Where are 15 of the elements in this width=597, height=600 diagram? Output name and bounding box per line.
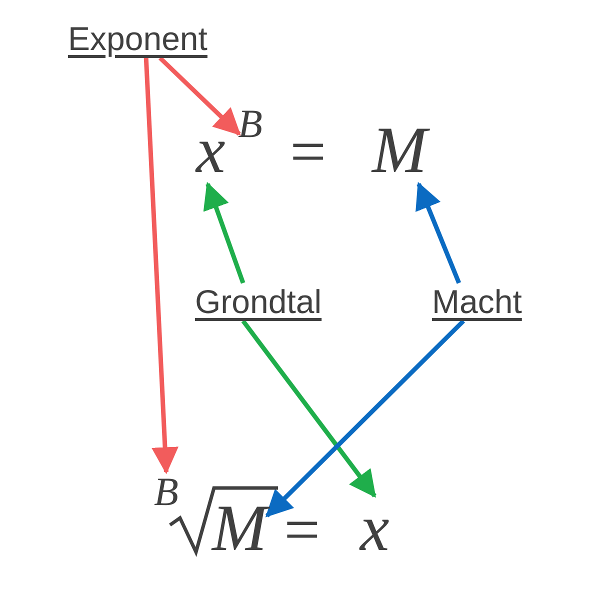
equals-sign: =: [290, 120, 326, 184]
arrow: [203, 182, 246, 284]
arrow: [144, 58, 178, 474]
term-label: Exponent: [68, 20, 208, 58]
arrow: [416, 182, 462, 284]
arrow: [241, 320, 376, 498]
arrow: [265, 319, 466, 518]
term-label: Grondtal: [195, 283, 322, 321]
equals-sign: =: [284, 498, 320, 562]
term-label: Macht: [432, 283, 522, 321]
math-symbol: B: [238, 104, 262, 144]
arrow: [158, 56, 241, 136]
math-symbol: B: [154, 472, 178, 512]
math-symbol: x: [360, 496, 390, 562]
math-symbol: x: [196, 118, 226, 184]
